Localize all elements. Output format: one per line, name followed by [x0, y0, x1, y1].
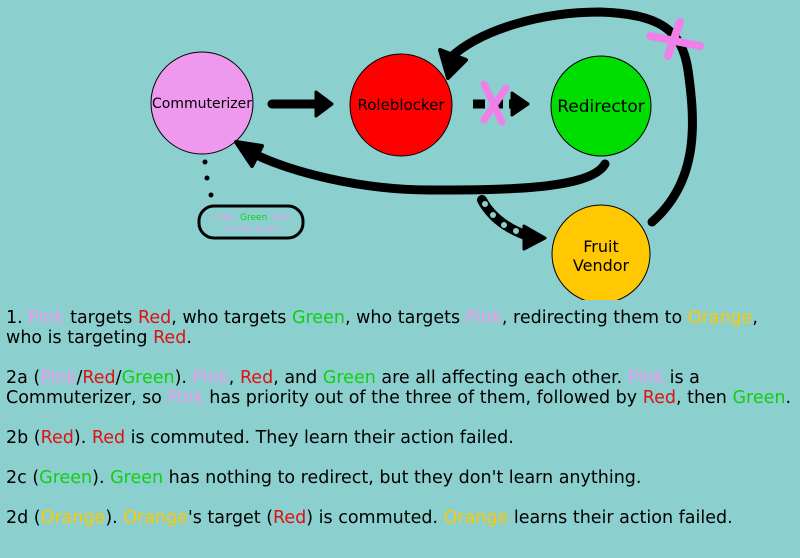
step-text: , who targets — [344, 308, 466, 328]
thought-bubble: I see Green has no-one to jail — [197, 204, 305, 240]
arrow-orange-to-red — [445, 7, 697, 227]
player-color-pink: Pink — [465, 308, 502, 328]
step-text: is commuted. They learn their action fai… — [125, 428, 514, 448]
step-paragraph: 1. Pink targets Red, who targets Green, … — [6, 308, 796, 348]
player-color-pink: Pink — [28, 308, 65, 328]
step-text: is a Commuterizer, so — [6, 368, 700, 408]
fruit-vendor-label-line1: Fruit — [583, 237, 618, 256]
step-paragraph: 2c (Green). Green has nothing to redirec… — [6, 468, 796, 488]
redirector-label: Redirector — [557, 97, 645, 117]
player-color-orange: Orange — [687, 308, 753, 328]
player-color-green: Green — [732, 388, 786, 408]
arrowhead-orange-to-red-icon — [438, 48, 468, 80]
step-paragraph: 2a (Pink/Red/Green). Pink, Red, and Gree… — [6, 368, 796, 408]
player-color-orange: Orange — [40, 508, 106, 528]
step-text: 2c ( — [6, 468, 40, 488]
player-color-green: Green — [121, 368, 175, 388]
player-color-green: Green — [39, 468, 93, 488]
thought-part2: Green — [240, 213, 267, 223]
step-text: learns their action failed. — [508, 508, 733, 528]
player-color-pink: Pink — [167, 388, 204, 408]
arrowhead-pink-to-red-icon — [314, 90, 334, 118]
step-text: are all affecting each other. — [375, 368, 628, 388]
arrowhead-redirect-icon — [522, 224, 547, 251]
step-text: , who is targeting — [6, 308, 758, 348]
blocked-cross-top-icon — [646, 18, 704, 60]
step-text: , — [228, 368, 240, 388]
step-text: has priority out of the three of them, f… — [203, 388, 643, 408]
blocked-cross-icon — [480, 80, 510, 126]
player-color-pink: Pink — [40, 368, 77, 388]
roleblocker-label: Roleblocker — [358, 96, 446, 114]
step-text: 2d ( — [6, 508, 41, 528]
arrow-redirect-to-orange — [477, 195, 533, 241]
redirector-node: Redirector — [550, 55, 652, 157]
step-text: / — [115, 368, 122, 388]
thought-part1: I see — [213, 213, 235, 223]
step-text: 1. — [6, 308, 29, 328]
player-color-red: Red — [40, 428, 74, 448]
step-text: ). — [92, 468, 111, 488]
player-color-red: Red — [239, 368, 274, 388]
step-text: , then — [675, 388, 733, 408]
thought-part3: has — [273, 213, 289, 223]
player-color-pink: Pink — [627, 368, 665, 388]
roleblocker-node: Roleblocker — [349, 53, 453, 157]
step-text: . — [785, 388, 792, 408]
step-text: , and — [273, 368, 323, 388]
step-text: 2a ( — [6, 368, 41, 388]
redirect-dots — [482, 201, 519, 234]
arrowhead-red-to-green-icon — [510, 91, 530, 117]
arrow-green-to-pink — [245, 147, 610, 195]
player-color-red: Red — [153, 328, 187, 348]
action-diagram: Commuterizer Roleblocker Redirector Frui… — [150, 7, 704, 300]
step-text: ). — [73, 428, 92, 448]
player-color-red: Red — [642, 388, 676, 408]
player-color-pink: Pink — [192, 368, 229, 388]
player-color-green: Green — [291, 308, 345, 328]
thought-dots — [202, 159, 214, 198]
step-text: 2b ( — [6, 428, 41, 448]
step-text: . — [186, 328, 192, 348]
player-color-orange: Orange — [443, 508, 509, 528]
step-paragraph: 2d (Orange). Orange's target (Red) is co… — [6, 508, 796, 528]
player-color-red: Red — [273, 508, 307, 528]
step-text: 's target ( — [187, 508, 274, 528]
commuterizer-label: Commuterizer — [152, 96, 252, 112]
arrowhead-green-to-pink-icon — [234, 140, 264, 168]
explanation-text: 1. Pink targets Red, who targets Green, … — [6, 308, 796, 548]
commuterizer-node: Commuterizer — [150, 51, 254, 155]
player-color-red: Red — [91, 428, 126, 448]
thought-bubble-line2: no-one to jail — [225, 224, 278, 233]
player-color-orange: Orange — [123, 508, 188, 528]
step-text: ). — [105, 508, 124, 528]
step-text: ). — [174, 368, 193, 388]
player-color-green: Green — [110, 468, 164, 488]
step-text: has nothing to redirect, but they don't … — [163, 468, 642, 488]
step-text: ) is commuted. — [306, 508, 444, 528]
step-paragraph: 2b (Red). Red is commuted. They learn th… — [6, 428, 796, 448]
player-color-red: Red — [137, 308, 172, 328]
step-text: , redirecting them to — [501, 308, 688, 328]
fruit-vendor-node: Fruit Vendor — [551, 204, 651, 300]
step-text: targets — [64, 308, 138, 328]
thought-bubble-line1: I see Green has — [213, 213, 290, 223]
step-text: , who targets — [171, 308, 292, 328]
player-color-green: Green — [322, 368, 376, 388]
fruit-vendor-label-line2: Vendor — [573, 256, 630, 275]
step-text: / — [76, 368, 83, 388]
player-color-red: Red — [82, 368, 116, 388]
